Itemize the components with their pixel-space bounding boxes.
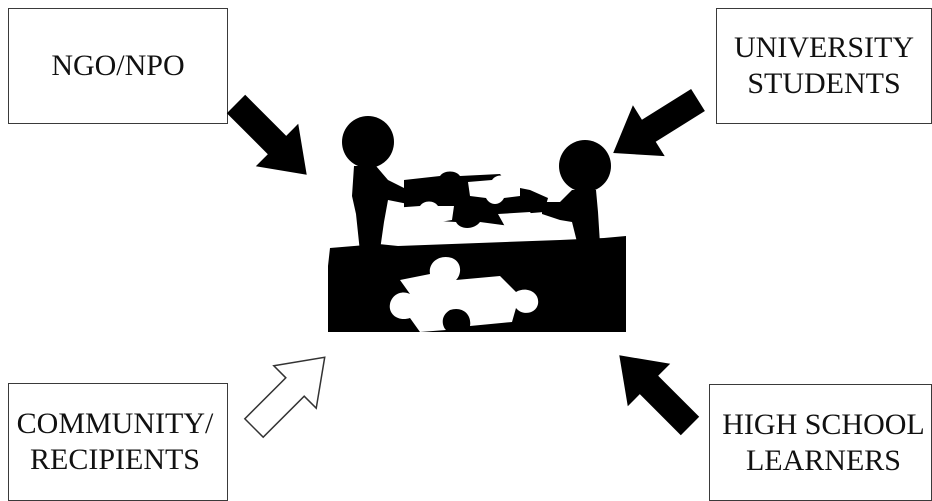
high-school-arrow — [598, 334, 711, 447]
university-arrow — [597, 75, 714, 179]
community-arrow — [233, 336, 346, 449]
ngo-arrow — [215, 83, 328, 196]
two-people-assembling-puzzle-icon — [328, 116, 626, 332]
